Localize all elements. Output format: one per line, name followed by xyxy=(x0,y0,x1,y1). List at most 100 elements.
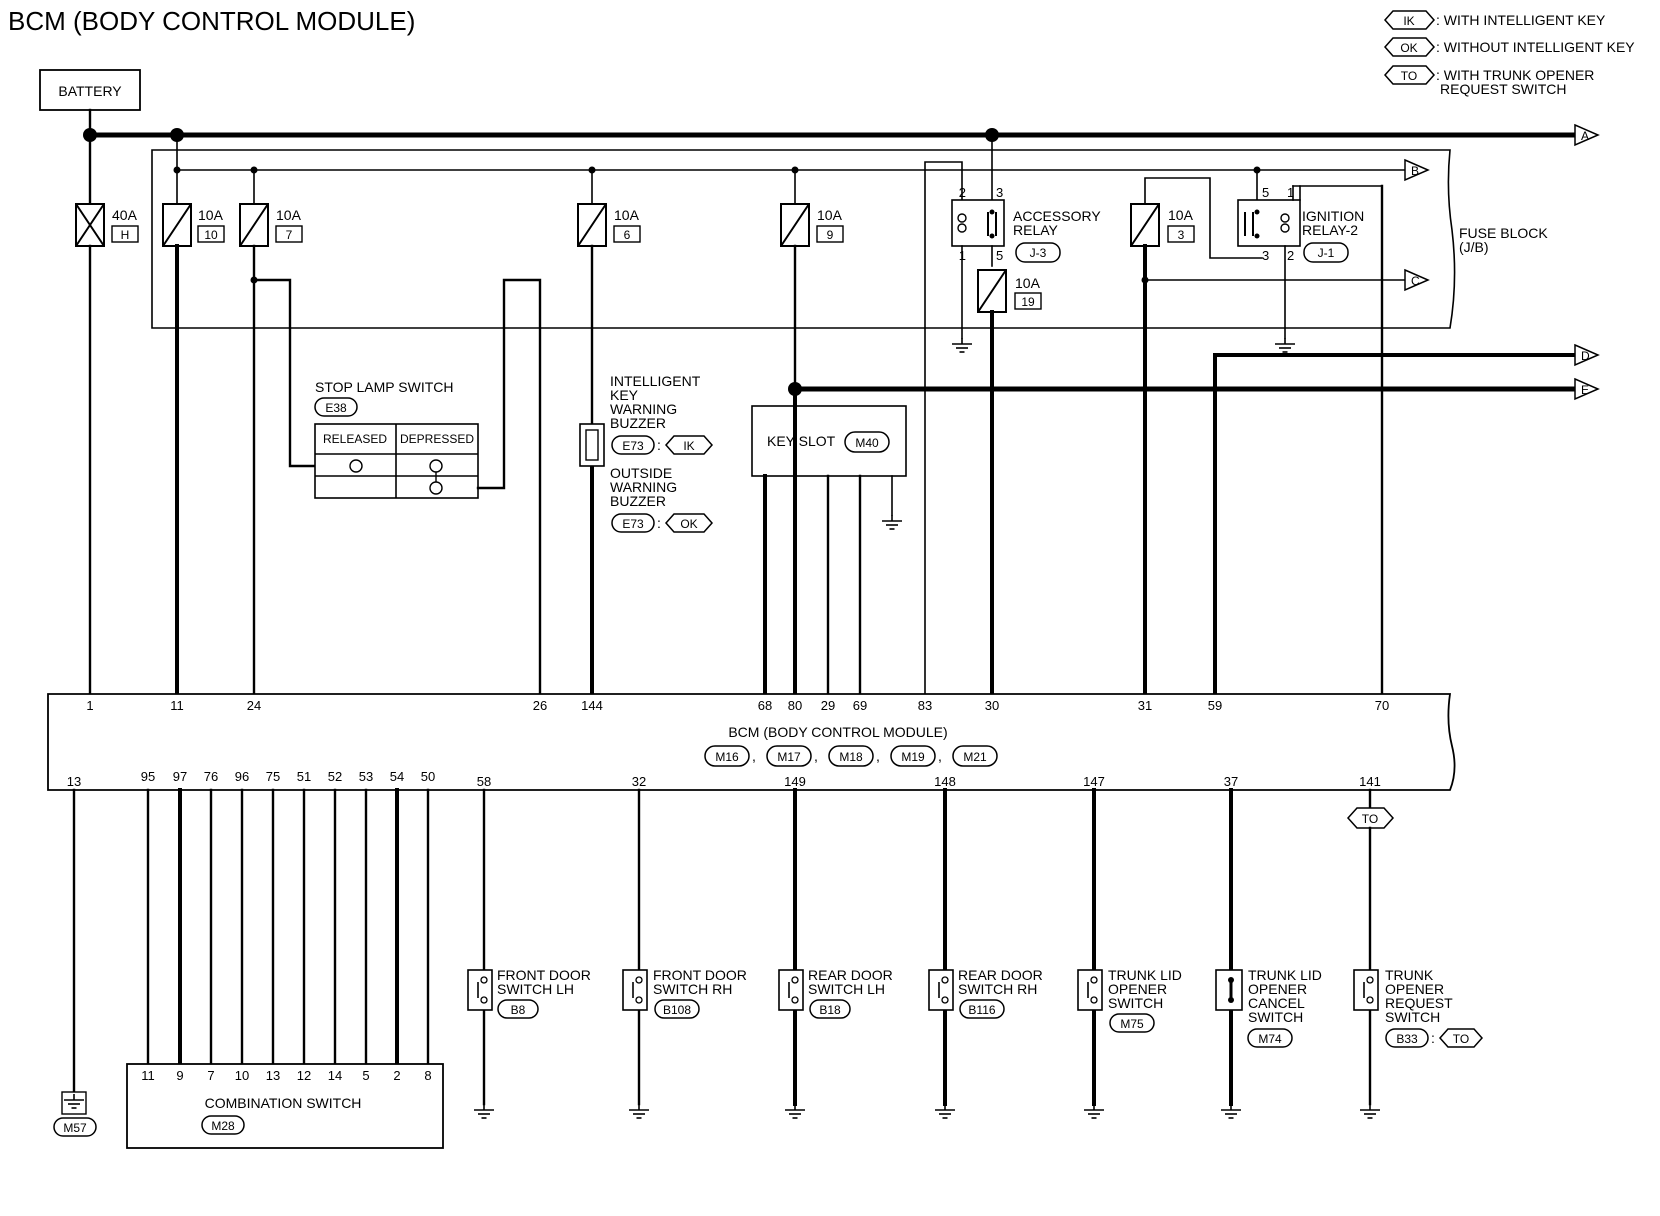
svg-text:10A: 10A xyxy=(817,207,843,223)
svg-text:SWITCH RH: SWITCH RH xyxy=(958,981,1037,997)
svg-text:1: 1 xyxy=(959,248,966,263)
connector-e: E xyxy=(1574,377,1600,401)
svg-text:J-1: J-1 xyxy=(1318,246,1335,260)
svg-text:10: 10 xyxy=(235,1068,249,1083)
svg-text:BCM (BODY CONTROL MODULE): BCM (BODY CONTROL MODULE) xyxy=(728,724,947,740)
svg-text:RELAY-2: RELAY-2 xyxy=(1302,222,1358,238)
ignition-relay: 5 1 3 2 IGNITION RELAY-2 J-1 xyxy=(1237,169,1384,696)
svg-text:83: 83 xyxy=(918,698,932,713)
svg-text:40A: 40A xyxy=(112,207,138,223)
trunk-lid-opener-cancel-switch: TRUNK LID OPENER CANCEL SWITCH M74 xyxy=(1215,788,1322,1119)
svg-text:KEY SLOT: KEY SLOT xyxy=(767,433,836,449)
svg-text:SWITCH: SWITCH xyxy=(1108,995,1163,1011)
svg-text:8: 8 xyxy=(424,1068,431,1083)
svg-text:BATTERY: BATTERY xyxy=(58,83,122,99)
legend-text-to-2: REQUEST SWITCH xyxy=(1440,81,1567,97)
legend-text-ok: : WITHOUT INTELLIGENT KEY xyxy=(1436,39,1635,55)
svg-text:M18: M18 xyxy=(839,750,863,764)
svg-text::: : xyxy=(657,437,661,453)
svg-text:M21: M21 xyxy=(963,750,987,764)
svg-text:IGNITION: IGNITION xyxy=(1302,208,1364,224)
svg-text:B8: B8 xyxy=(511,1003,526,1017)
legend-code-ok: OK xyxy=(1400,41,1417,55)
svg-text:RELEASED: RELEASED xyxy=(323,432,387,446)
svg-text:FRONT DOOR: FRONT DOOR xyxy=(653,967,747,983)
svg-text:29: 29 xyxy=(821,698,835,713)
svg-text:RELAY: RELAY xyxy=(1013,222,1059,238)
svg-text:58: 58 xyxy=(477,774,491,789)
svg-text:INTELLIGENT: INTELLIGENT xyxy=(610,373,701,389)
svg-text:M28: M28 xyxy=(211,1119,235,1133)
svg-text:13: 13 xyxy=(266,1068,280,1083)
legend-code-to: TO xyxy=(1401,69,1417,83)
svg-text:H: H xyxy=(121,228,130,242)
svg-text:147: 147 xyxy=(1083,774,1105,789)
legend-text-ik: : WITH INTELLIGENT KEY xyxy=(1436,12,1606,28)
svg-text:32: 32 xyxy=(632,774,646,789)
svg-text:54: 54 xyxy=(390,769,404,784)
fuse-6: 10A 6 xyxy=(577,169,641,696)
svg-text:10A: 10A xyxy=(276,207,302,223)
svg-text:13: 13 xyxy=(67,774,81,789)
legend: IK : WITH INTELLIGENT KEY OK : WITHOUT I… xyxy=(1383,10,1635,97)
svg-text:KEY: KEY xyxy=(610,387,639,403)
fuse-7: 10A 7 xyxy=(239,169,303,696)
svg-text:19: 19 xyxy=(1021,295,1035,309)
page-title: BCM (BODY CONTROL MODULE) xyxy=(8,6,415,36)
bcm-top-pins: 1 11 24 26 144 68 80 29 69 83 30 31 59 7… xyxy=(86,698,1389,713)
svg-text:M19: M19 xyxy=(901,750,925,764)
rear-door-switch-lh: REAR DOOR SWITCH LH B18 xyxy=(778,788,893,1119)
svg-text:97: 97 xyxy=(173,769,187,784)
svg-text:TO: TO xyxy=(1453,1032,1469,1046)
svg-text:SWITCH: SWITCH xyxy=(1248,1009,1303,1025)
svg-text:24: 24 xyxy=(247,698,261,713)
svg-text:,: , xyxy=(876,748,880,764)
svg-text:SWITCH LH: SWITCH LH xyxy=(497,981,574,997)
svg-text:2: 2 xyxy=(959,185,966,200)
connector-c: C xyxy=(1404,268,1430,292)
svg-text:IK: IK xyxy=(683,439,694,453)
front-door-switch-lh: FRONT DOOR SWITCH LH B8 xyxy=(467,788,591,1119)
svg-text:OPENER: OPENER xyxy=(1108,981,1167,997)
connector-b: B xyxy=(1404,158,1430,182)
ground-m57: M57 xyxy=(53,788,97,1137)
svg-text:M17: M17 xyxy=(777,750,801,764)
svg-text:10A: 10A xyxy=(198,207,224,223)
svg-text:A: A xyxy=(1581,129,1589,143)
connector-d: D xyxy=(1574,343,1600,367)
svg-text:149: 149 xyxy=(784,774,806,789)
svg-text:96: 96 xyxy=(235,769,249,784)
svg-text:OUTSIDE: OUTSIDE xyxy=(610,465,672,481)
svg-text:,: , xyxy=(752,748,756,764)
svg-text:COMBINATION SWITCH: COMBINATION SWITCH xyxy=(205,1095,362,1111)
svg-text:,: , xyxy=(938,748,942,764)
svg-text:(J/B): (J/B) xyxy=(1459,239,1489,255)
front-door-switch-rh: FRONT DOOR SWITCH RH B108 xyxy=(622,788,747,1119)
svg-text:76: 76 xyxy=(204,769,218,784)
svg-text:59: 59 xyxy=(1208,698,1222,713)
svg-text:D: D xyxy=(1581,349,1590,363)
svg-text:B33: B33 xyxy=(1396,1032,1418,1046)
svg-text:FRONT DOOR: FRONT DOOR xyxy=(497,967,591,983)
svg-text:68: 68 xyxy=(758,698,772,713)
key-slot: KEY SLOT M40 xyxy=(751,405,907,530)
svg-text:B108: B108 xyxy=(663,1003,691,1017)
svg-text:5: 5 xyxy=(362,1068,369,1083)
svg-text:10A: 10A xyxy=(1015,275,1041,291)
svg-text:14: 14 xyxy=(328,1068,342,1083)
svg-text:M16: M16 xyxy=(715,750,739,764)
fuse-3: 10A 3 xyxy=(1130,177,1263,696)
svg-text:70: 70 xyxy=(1375,698,1389,713)
svg-text:BUZZER: BUZZER xyxy=(610,493,666,509)
svg-text:1: 1 xyxy=(1287,185,1294,200)
svg-text:SWITCH LH: SWITCH LH xyxy=(808,981,885,997)
svg-text:11: 11 xyxy=(170,698,184,713)
fuse-10: 10A 10 xyxy=(162,169,225,696)
svg-text:2: 2 xyxy=(1287,248,1294,263)
trunk-lid-opener-switch: TRUNK LID OPENER SWITCH M75 xyxy=(1077,788,1182,1119)
svg-text:SWITCH: SWITCH xyxy=(1385,1009,1440,1025)
svg-text:REAR DOOR: REAR DOOR xyxy=(808,967,893,983)
svg-text:TO: TO xyxy=(1362,812,1378,826)
svg-text:FUSE BLOCK: FUSE BLOCK xyxy=(1459,225,1548,241)
